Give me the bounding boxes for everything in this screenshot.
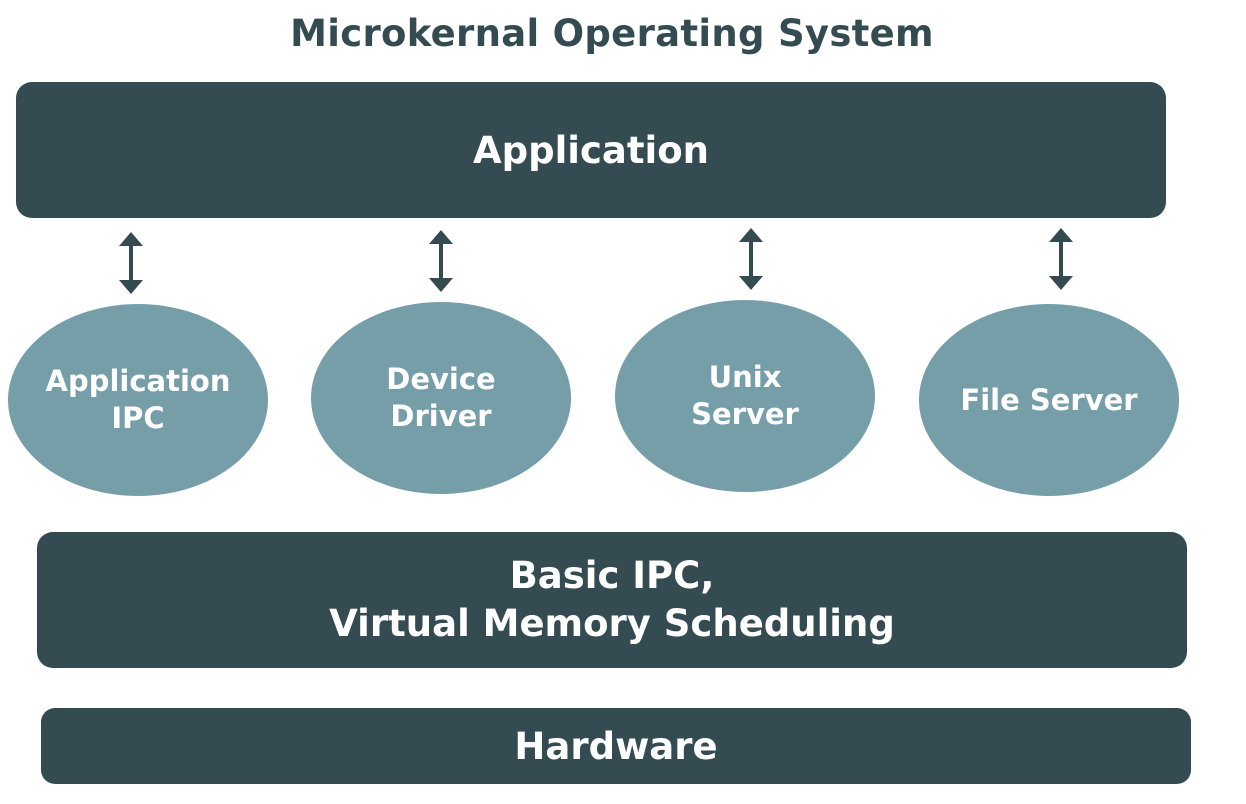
server-unix-server: Unix Server — [615, 300, 875, 492]
server-label-line: IPC — [111, 401, 165, 435]
application-layer: Application — [16, 82, 1166, 218]
application-layer-label: Application — [472, 128, 709, 172]
server-label-line: Unix — [708, 360, 782, 394]
hardware-layer: Hardware — [41, 708, 1191, 784]
double-arrow-icon — [1049, 228, 1073, 290]
kernel-layer-label-line: Virtual Memory Scheduling — [329, 602, 895, 645]
server-label-line: Driver — [390, 399, 492, 433]
server-label-line: File Server — [960, 382, 1138, 417]
server-label-line: Device — [386, 362, 496, 396]
double-arrow-icon — [119, 232, 143, 294]
server-device-driver: Device Driver — [311, 302, 571, 494]
kernel-layer-label-line: Basic IPC, — [509, 554, 715, 597]
server-file-server: File Server — [919, 304, 1179, 496]
hardware-layer-label: Hardware — [514, 724, 718, 768]
server-label-line: Application — [45, 364, 231, 398]
server-application-ipc: Application IPC — [8, 304, 268, 496]
double-arrow-icon — [739, 228, 763, 290]
double-arrow-icon — [429, 230, 453, 292]
server-label-line: Server — [691, 397, 799, 431]
kernel-layer: Basic IPC, Virtual Memory Scheduling — [37, 532, 1187, 668]
diagram-title: Microkernal Operating System — [290, 12, 934, 55]
